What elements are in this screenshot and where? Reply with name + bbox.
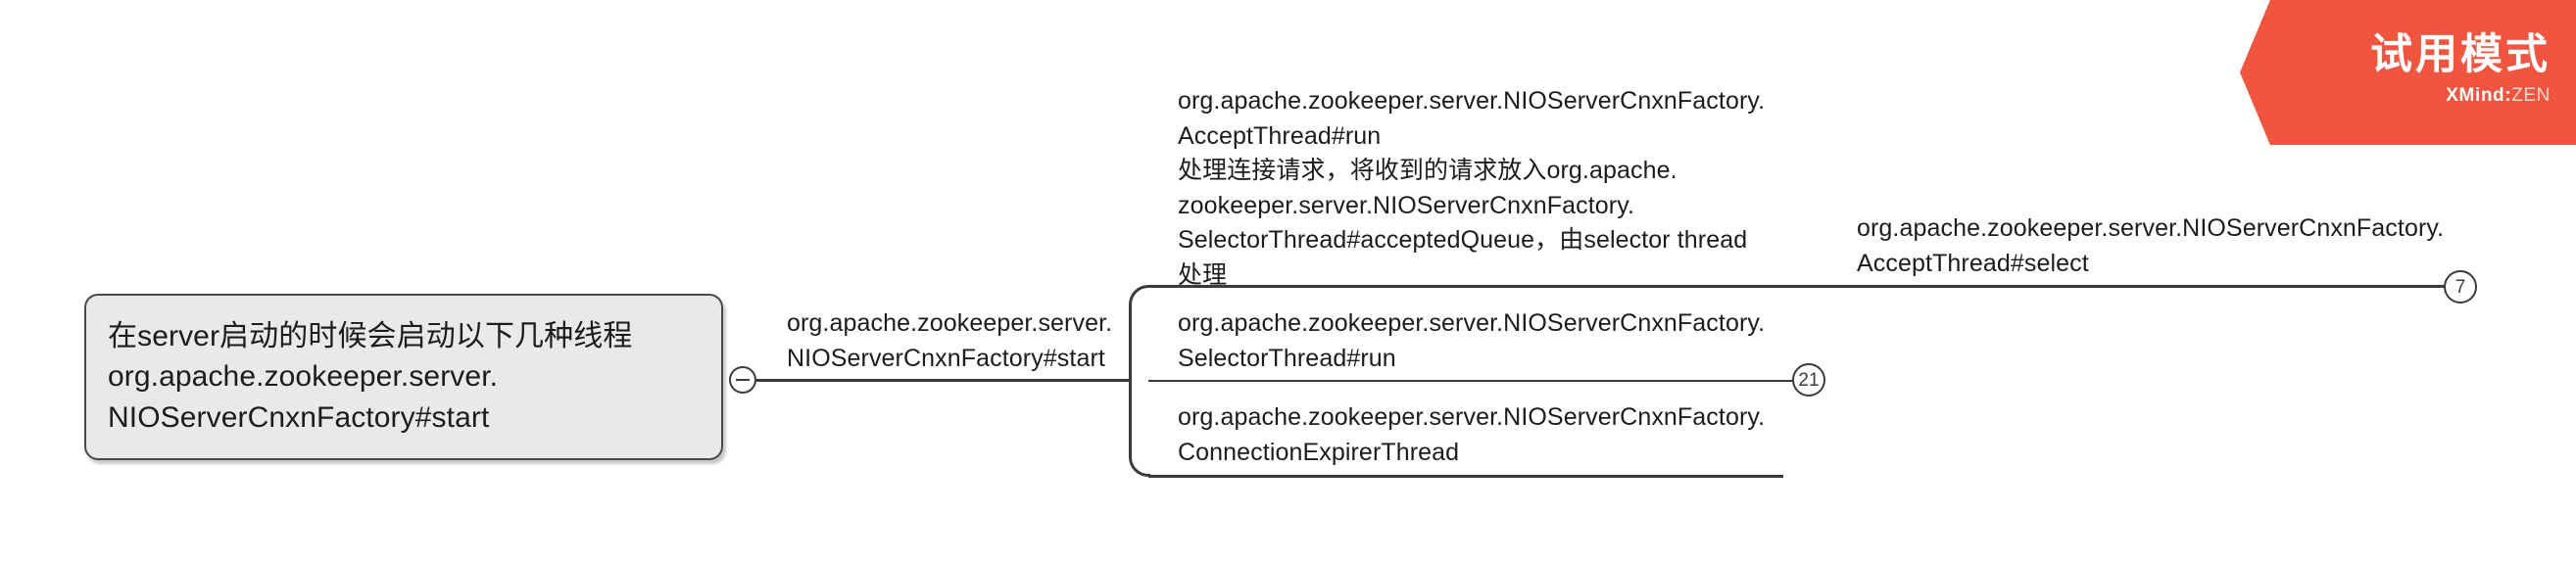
topic-accept-thread-select[interactable]: org.apache.zookeeper.server.NIOServerCnx… (1857, 214, 2445, 277)
xmind-brand-label: XMind:ZEN (2240, 85, 2551, 107)
topic-connection-expirer-thread[interactable]: org.apache.zookeeper.server.NIOServerCnx… (1178, 403, 1766, 466)
xmind-brand-light: ZEN (2511, 85, 2551, 107)
branch-line-accept-thread (1148, 285, 2446, 288)
trunk-connector-line (756, 379, 1131, 382)
xmind-brand-strong: XMind: (2446, 85, 2512, 107)
trunk-branch-label[interactable]: org.apache.zookeeper.server. NIOServerCn… (787, 309, 1113, 372)
topic-selector-thread-run[interactable]: org.apache.zookeeper.server.NIOServerCnx… (1178, 309, 1766, 372)
topic-accept-thread-run[interactable]: org.apache.zookeeper.server.NIOServerCnx… (1178, 87, 1766, 289)
root-topic-text: 在server启动的时候会启动以下几种线程 org.apache.zookeep… (108, 319, 633, 434)
root-topic-node[interactable]: 在server启动的时候会启动以下几种线程 org.apache.zookeep… (84, 294, 723, 460)
collapsed-count-badge-7[interactable]: 7 (2444, 270, 2477, 304)
trial-mode-ribbon: 试用模式 XMind:ZEN (2240, 0, 2576, 145)
root-collapse-toggle-icon[interactable] (729, 366, 756, 394)
trial-mode-label: 试用模式 (2370, 31, 2551, 78)
collapsed-count-badge-21[interactable]: 21 (1792, 363, 1825, 397)
branch-line-connection-expirer-thread (1148, 475, 1783, 478)
branch-line-selector-thread (1148, 380, 1795, 382)
